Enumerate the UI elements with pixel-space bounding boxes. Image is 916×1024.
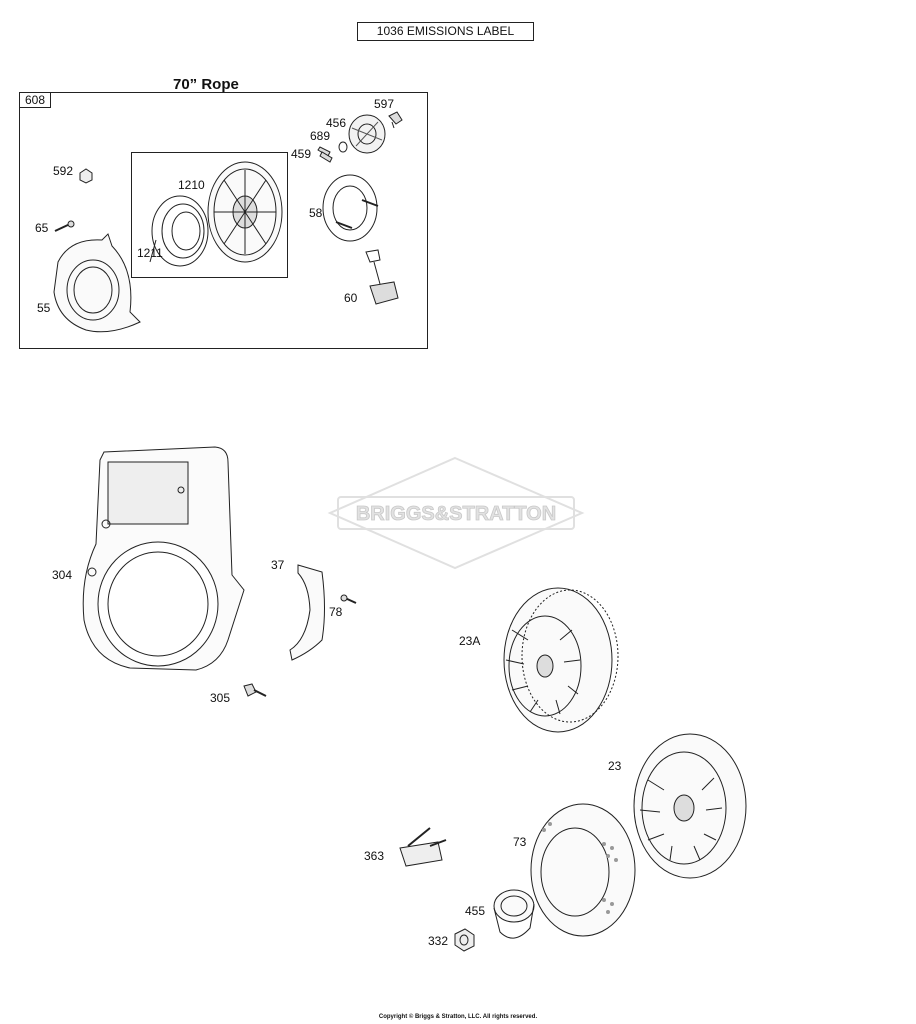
rope-kit-title: 70” Rope [173,76,239,93]
watermark-logo [327,456,585,570]
emissions-label-box[interactable]: 1036 EMISSIONS LABEL [357,22,534,41]
callout-78[interactable]: 78 [329,605,343,619]
callout-37[interactable]: 37 [271,558,285,572]
part-23A-drawing [503,587,619,733]
part-305-drawing [243,683,267,697]
callout-459[interactable]: 459 [291,147,312,161]
rope-kit-frame [19,92,428,349]
callout-456[interactable]: 456 [326,116,347,130]
callout-23A[interactable]: 23A [459,634,481,648]
callout-1211[interactable]: 1211 [137,246,163,260]
part-65-drawing [54,220,75,232]
part-363-drawing [399,827,447,867]
callout-332[interactable]: 332 [428,934,449,948]
pulley-subassembly-frame [131,152,288,278]
part-592-drawing [79,168,93,184]
callout-304[interactable]: 304 [52,568,73,582]
part-78-drawing [340,594,357,604]
kit-number-box[interactable]: 608 [19,92,51,108]
callout-689[interactable]: 689 [310,129,331,143]
part-37-drawing [289,564,325,661]
callout-55[interactable]: 55 [37,301,51,315]
callout-23[interactable]: 23 [608,759,622,773]
part-689-drawing [338,141,348,153]
part-55-drawing [53,233,141,333]
part-597-drawing [388,111,403,129]
callout-60[interactable]: 60 [344,291,358,305]
part-58-drawing [322,174,379,242]
callout-597[interactable]: 597 [374,97,395,111]
callout-455[interactable]: 455 [465,904,486,918]
watermark-text: BRIGGS&STRATTON [356,503,556,525]
part-459-drawing [317,146,333,163]
callout-305[interactable]: 305 [210,691,231,705]
part-23-drawing [633,733,747,879]
callout-1210[interactable]: 1210 [178,178,205,192]
callout-592[interactable]: 592 [53,164,74,178]
part-455-drawing [493,889,535,939]
part-1211-drawing [149,195,209,267]
part-456-drawing [348,114,386,154]
callout-73[interactable]: 73 [513,835,527,849]
part-73-drawing [530,803,636,937]
copyright-notice: Copyright © Briggs & Stratton, LLC. All … [378,1014,538,1020]
callout-58[interactable]: 58 [309,206,323,220]
part-1210-drawing [207,161,283,263]
part-304-drawing [82,446,245,671]
part-60-drawing [365,249,399,305]
part-332-drawing [454,928,475,952]
callout-363[interactable]: 363 [364,849,385,863]
callout-65[interactable]: 65 [35,221,49,235]
